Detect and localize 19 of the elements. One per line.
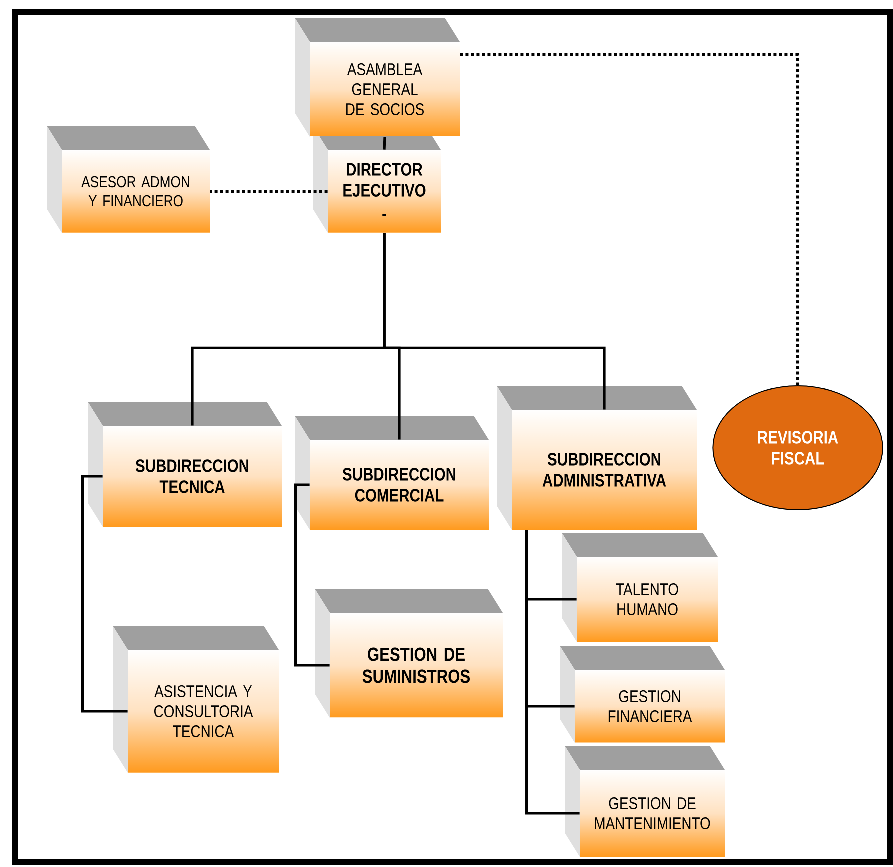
org-box: SUBDIRECCION TECNICA [88, 402, 282, 527]
connector-line [383, 233, 606, 410]
org-box: TALENTO HUMANO [562, 533, 718, 642]
oval-node: REVISORIA FISCAL [712, 386, 884, 510]
org-box: GESTION FINANCIERA [560, 646, 725, 743]
connector-line [460, 53, 800, 386]
org-box: ASISTENCIA Y CONSULTORIA TECNICA [113, 626, 279, 773]
org-box: SUBDIRECCION COMERCIAL [295, 416, 489, 530]
org-box: GESTION DE SUMINISTROS [315, 589, 503, 718]
connector-line [526, 530, 580, 815]
connector-line [82, 475, 128, 713]
org-box: DIRECTOR EJECUTIVO - [313, 126, 441, 233]
connector-line [383, 137, 386, 150]
org-box: ASAMBLEA GENERAL DE SOCIOS [295, 18, 460, 137]
connector-line [210, 190, 328, 193]
connector-line [294, 484, 330, 667]
org-box: ASESOR ADMON Y FINANCIERO [47, 126, 210, 233]
org-box: SUBDIRECCION ADMINISTRATIVA [497, 386, 697, 530]
org-box: GESTION DE MANTENIMIENTO [565, 746, 725, 857]
